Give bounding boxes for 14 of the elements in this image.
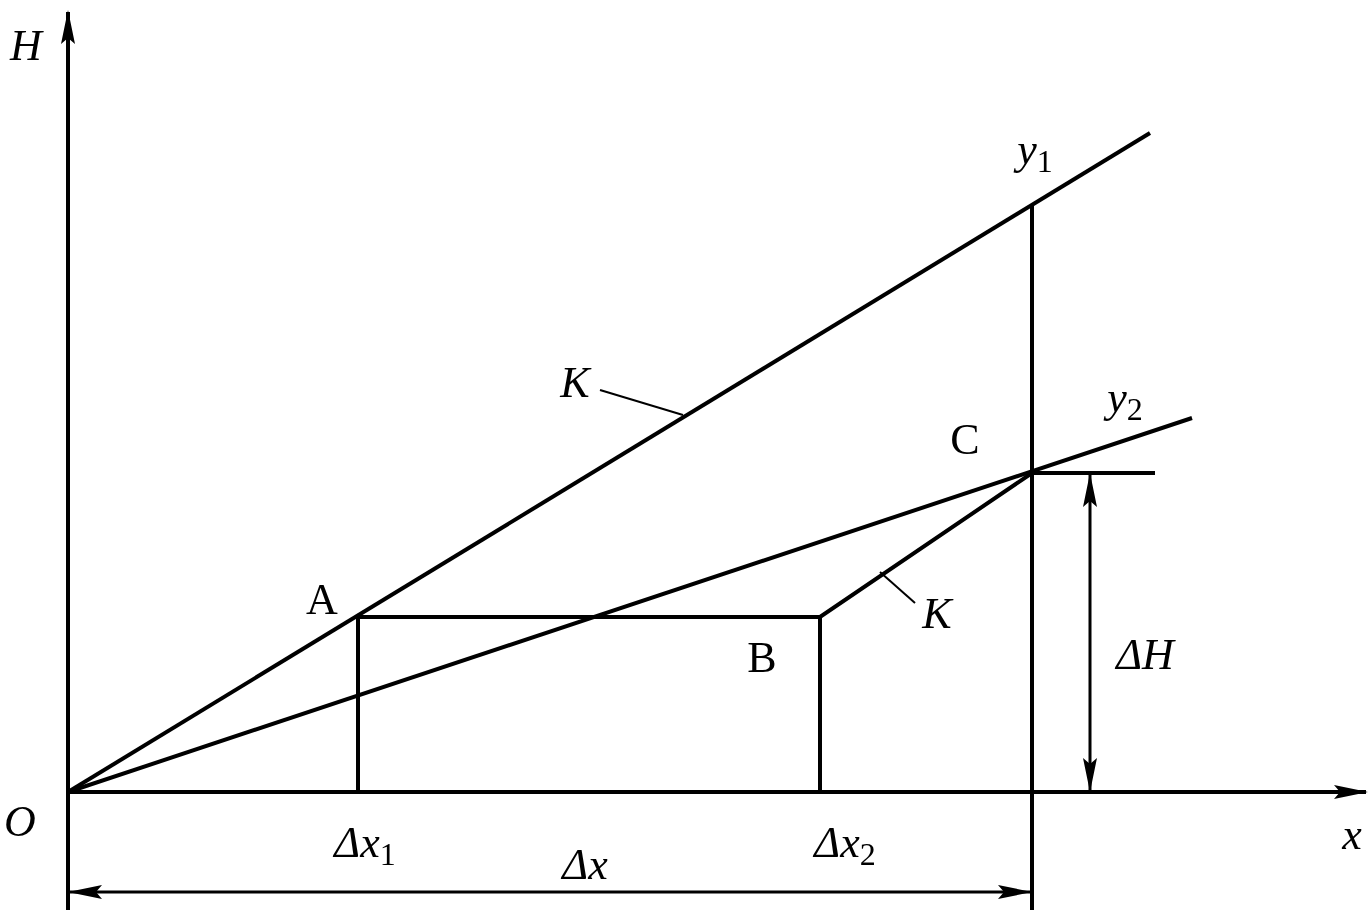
leader-line xyxy=(599,389,684,416)
axis-label: x xyxy=(1342,813,1362,857)
axis-label: ΔH xyxy=(1116,633,1174,677)
axis-label: Δx xyxy=(562,843,608,887)
axis-label: Δx$_{2}$ xyxy=(814,821,876,865)
axis-label: B xyxy=(747,636,777,680)
curve-label: K xyxy=(560,361,590,405)
axis-label: O xyxy=(4,800,36,844)
axis-label: C xyxy=(950,418,980,462)
axis-label: H xyxy=(10,24,42,68)
axis-label: A xyxy=(306,578,338,622)
leader-line xyxy=(879,571,916,604)
axis-label: Δx$_{1}$ xyxy=(334,821,396,865)
curve-label: K xyxy=(922,592,952,636)
